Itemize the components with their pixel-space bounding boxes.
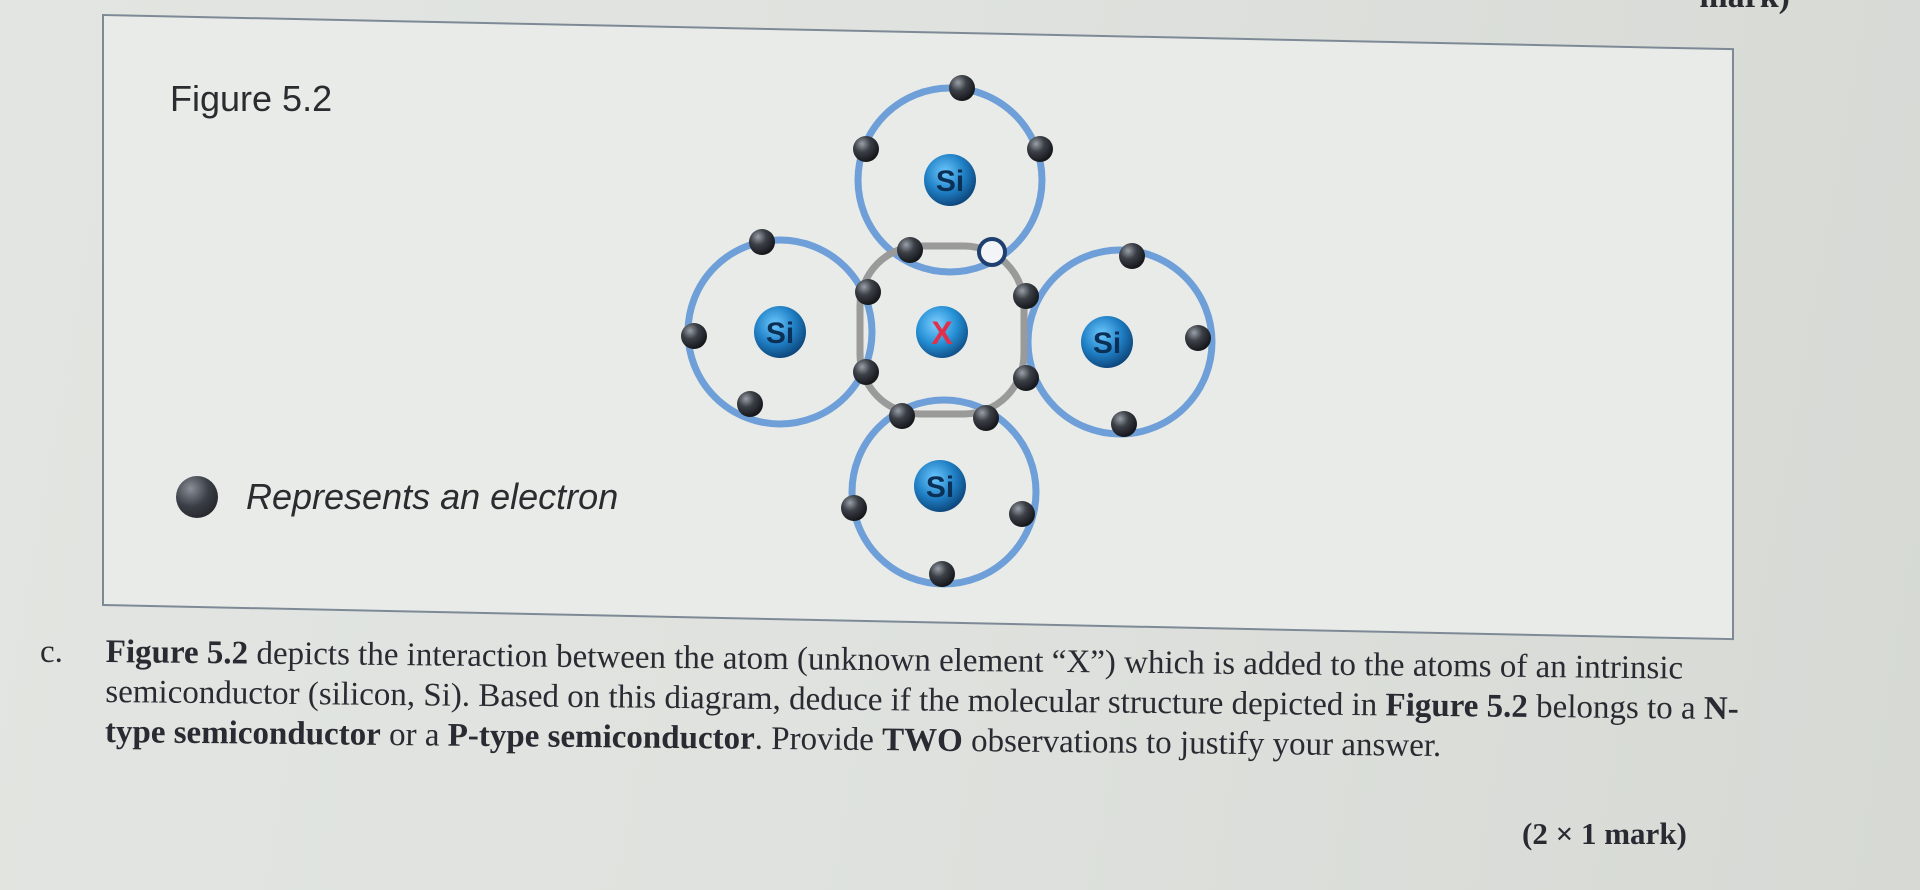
electron xyxy=(929,561,955,587)
electron xyxy=(737,391,763,417)
electron xyxy=(1013,283,1039,309)
si-atom-left: Si xyxy=(754,306,806,358)
electron xyxy=(681,323,707,349)
electron xyxy=(897,237,923,263)
electron xyxy=(973,405,999,431)
question-letter: c. xyxy=(40,634,63,670)
electron-icon xyxy=(176,476,218,518)
electron xyxy=(1119,243,1145,269)
si-atom-bottom-label: Si xyxy=(926,471,954,504)
electron xyxy=(855,279,881,305)
x-atom-center: X xyxy=(916,306,968,358)
electron xyxy=(749,229,775,255)
si-atom-right-label: Si xyxy=(1093,327,1121,360)
electron xyxy=(1027,136,1053,162)
question-fragment: . Provide xyxy=(754,720,883,759)
si-atom-right: Si xyxy=(1081,316,1133,368)
x-atom-label: X xyxy=(931,315,953,351)
electron xyxy=(853,136,879,162)
figure-title: Figure 5.2 xyxy=(170,78,333,119)
hole-icon xyxy=(977,237,1007,267)
si-atom-top: Si xyxy=(924,154,976,206)
legend-label: Represents an electron xyxy=(246,476,619,517)
electron xyxy=(1111,411,1137,437)
lattice-diagram: Si Si X Si Si xyxy=(681,75,1216,588)
electron xyxy=(1013,365,1039,391)
question-fragment: Figure 5.2 xyxy=(1385,687,1529,725)
si-atom-left-label: Si xyxy=(766,317,794,350)
marks-allocation: (2 × 1 mark) xyxy=(1522,816,1687,851)
electron xyxy=(1009,501,1035,527)
question-fragment: observations to justify your answer. xyxy=(962,722,1442,764)
si-atom-top-label: Si xyxy=(936,165,964,198)
question-fragment: TWO xyxy=(881,722,964,759)
electron xyxy=(853,359,879,385)
question-fragment: or a xyxy=(380,716,448,754)
electron xyxy=(1185,325,1211,351)
electron xyxy=(949,75,975,101)
orbit-center xyxy=(856,242,1028,418)
question-paragraph: Figure 5.2 depicts the interaction betwe… xyxy=(105,632,1796,770)
si-atom-bottom: Si xyxy=(914,460,966,512)
legend: Represents an electron xyxy=(176,476,618,518)
electron xyxy=(841,495,867,521)
header-corner-text: mark) xyxy=(1699,0,1790,16)
question-fragment: P-type semiconductor xyxy=(447,717,755,757)
question-fragment: belongs to a xyxy=(1527,688,1705,727)
question-text: Figure 5.2 depicts the interaction betwe… xyxy=(105,632,1796,770)
question-fragment: Figure 5.2 xyxy=(105,633,249,672)
electron xyxy=(889,403,915,429)
